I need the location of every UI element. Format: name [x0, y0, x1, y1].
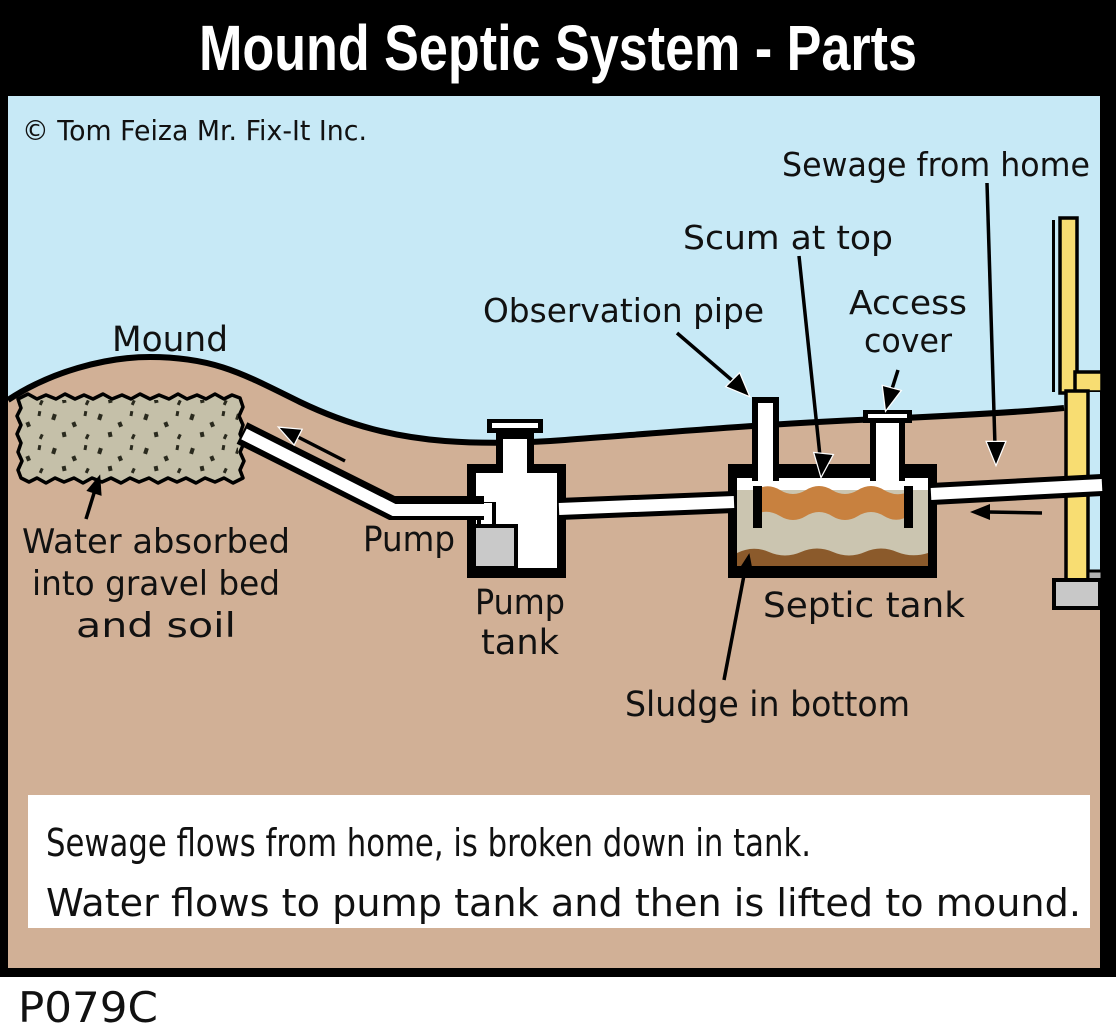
sludge-arrowhead [737, 553, 754, 575]
water-absorbed-label-1: Water absorbed [22, 522, 290, 562]
sludge-in-bottom-label: Sludge in bottom [625, 685, 910, 725]
absorbed-leader-line [84, 489, 97, 520]
sludge-layer [737, 548, 928, 566]
caption-line-1: Sewage flows from home, is broken down i… [46, 821, 811, 865]
caption-box: Sewage flows from home, is broken down i… [28, 795, 1090, 928]
pump-tank-label-2: tank [481, 623, 560, 663]
sludge-leader-line [722, 569, 747, 681]
diagram-code: P079C [18, 983, 158, 1028]
access-cover-lid-gap [868, 414, 907, 418]
leader-arrows [84, 182, 1043, 681]
mound-label: Mound [112, 320, 228, 360]
access-cover-label-1: Access [849, 283, 967, 322]
force-main-flow-arrowhead [276, 426, 304, 447]
septic-tank-label: Septic tank [763, 586, 966, 626]
pump-discharge-pipe-interior [481, 503, 492, 529]
access-arrowhead [881, 384, 903, 413]
access-cover-label-2: cover [864, 321, 952, 360]
footing [1052, 578, 1102, 610]
pump-tank-label-1: Pump [475, 583, 565, 623]
gravel-bed [15, 392, 246, 485]
caption-line-2: Water flows to pump tank and then is lif… [46, 881, 1081, 925]
pump-tank-lid-gap [492, 423, 538, 428]
pump-unit [472, 524, 518, 570]
water-absorbed-label-2: into gravel bed [32, 564, 280, 604]
pipes [236, 422, 1103, 520]
scum-leader-line [797, 255, 822, 457]
absorbed-arrowhead [86, 474, 102, 496]
sewage-leader-line [985, 182, 997, 447]
observation-arrowhead [724, 371, 751, 398]
pump-tank-riser-interior [503, 439, 527, 479]
tank-transfer-pipe [558, 496, 735, 515]
pump-tank [467, 419, 566, 578]
house-sewer-pipe [930, 479, 1103, 500]
septic-tank [728, 397, 937, 578]
siding-line [1052, 220, 1055, 392]
force-main-flow-line [295, 434, 346, 463]
scum-at-top-label: Scum at top [683, 218, 893, 257]
observation-pipe-interior [758, 403, 773, 483]
copyright-text: © Tom Feiza Mr. Fix-It Inc. [22, 114, 367, 147]
sewage-arrowhead [985, 440, 1007, 468]
diagram-labels: © Tom Feiza Mr. Fix-It Inc. Mound Sewage… [22, 114, 1090, 725]
scum-layer [754, 486, 910, 520]
sewer-flow-line [987, 510, 1043, 515]
caption-background [28, 795, 1090, 928]
house-rim-joist [1073, 370, 1104, 394]
house-wall-upper [1058, 216, 1079, 395]
force-main-pipe [241, 428, 484, 516]
sewer-flow-arrowhead [970, 504, 990, 520]
observation-leader-line [675, 331, 736, 384]
observation-pipe-label: Observation pipe [483, 291, 764, 330]
pump-label: Pump [363, 520, 455, 560]
sewage-from-home-label: Sewage from home [782, 145, 1090, 184]
water-absorbed-label-3: and soil [76, 606, 236, 646]
inlet-baffle [753, 486, 762, 528]
access-riser-interior [876, 423, 899, 483]
outlet-baffle [904, 486, 913, 528]
page-title: Mound Septic System - Parts [199, 12, 917, 84]
scum-arrowhead [812, 451, 835, 480]
